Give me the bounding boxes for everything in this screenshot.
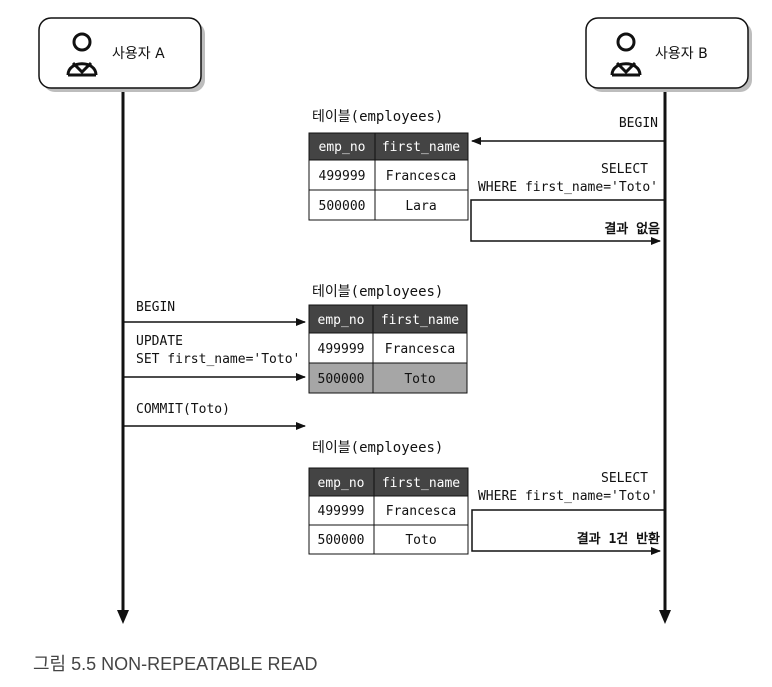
user-icon: [66, 32, 98, 77]
msg-a-update-set: SET first_name='Toto': [136, 352, 300, 367]
table-title: 테이블(employees): [312, 440, 443, 456]
actor-a-label: 사용자 A: [112, 46, 165, 62]
msg-b-select1: SELECT: [601, 162, 648, 177]
msg-b-result1: 결과 없음: [604, 221, 660, 237]
arrow-b-select2: [471, 509, 664, 555]
arrow-b-select1: [470, 199, 664, 245]
table-header-emp-no: emp_no: [318, 313, 365, 328]
msg-b-select2: SELECT: [601, 471, 648, 486]
user-icon: [610, 32, 642, 77]
msg-b-select2-where: WHERE first_name='Toto': [478, 489, 658, 504]
table-header-first-name: first_name: [382, 476, 460, 491]
table-header-first-name: first_name: [381, 313, 459, 328]
lifeline-b-arrow: [659, 610, 671, 624]
msg-b-begin: BEGIN: [619, 116, 658, 131]
table-cell: Toto: [404, 372, 435, 387]
table-1: 테이블(employees) emp_no first_name 499999 …: [308, 109, 469, 221]
actor-b-label: 사용자 B: [655, 46, 708, 62]
table-header-emp-no: emp_no: [318, 476, 365, 491]
table-cell: 500000: [318, 533, 365, 548]
table-header-first-name: first_name: [382, 140, 460, 155]
table-2: 테이블(employees) emp_no first_name 499999 …: [308, 284, 468, 394]
table-3: 테이블(employees) emp_no first_name 499999 …: [308, 440, 469, 555]
msg-b-select1-where: WHERE first_name='Toto': [478, 180, 658, 195]
table-cell: Francesca: [386, 169, 456, 184]
table-cell: 500000: [318, 372, 365, 387]
lifeline-a-arrow: [117, 610, 129, 624]
table-header-emp-no: emp_no: [319, 140, 366, 155]
highlighted-cell: [372, 362, 468, 394]
table-cell: 499999: [318, 342, 365, 357]
msg-a-update: UPDATE: [136, 334, 183, 349]
table-cell: Francesca: [386, 504, 456, 519]
table-cell: 499999: [319, 169, 366, 184]
figure-caption: 그림 5.5 NON-REPEATABLE READ: [33, 654, 318, 674]
table-title: 테이블(employees): [312, 284, 443, 300]
msg-a-begin: BEGIN: [136, 300, 175, 315]
table-cell: Lara: [405, 199, 436, 214]
table-title: 테이블(employees): [312, 109, 443, 125]
actor-a: 사용자 A: [38, 17, 205, 92]
table-cell: Francesca: [385, 342, 455, 357]
table-cell: 499999: [318, 504, 365, 519]
table-cell: Toto: [405, 533, 436, 548]
table-cell: 500000: [319, 199, 366, 214]
msg-a-commit: COMMIT(Toto): [136, 402, 230, 417]
actor-b: 사용자 B: [585, 17, 752, 92]
msg-b-result2: 결과 1건 반환: [577, 531, 660, 547]
